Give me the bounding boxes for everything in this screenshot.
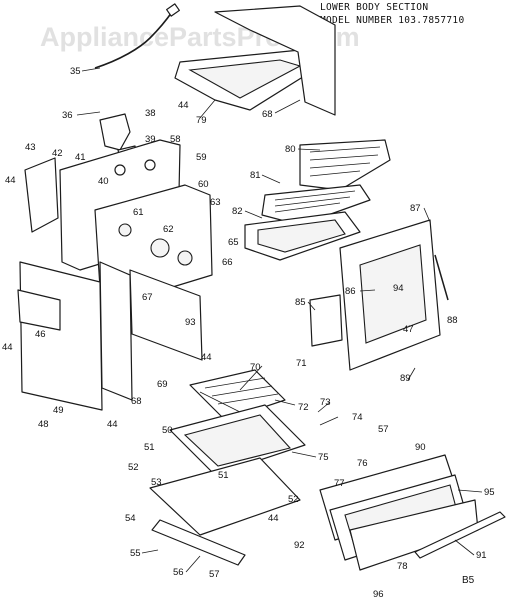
callout-74: 74: [352, 412, 363, 423]
part-oven-rack-upper: [299, 139, 391, 191]
callout-75: 75: [318, 452, 329, 463]
callout-41: 41: [75, 152, 86, 163]
callout-35: 35: [70, 66, 81, 77]
callout-59: 59: [196, 152, 207, 163]
callout-73: 73: [320, 397, 331, 408]
section-title: LOWER BODY SECTION: [320, 2, 428, 13]
callout-49: 49: [53, 405, 64, 416]
callout-labels: 35 44 79 68 36 38 43 42 41 39 58 59 40 4…: [2, 66, 495, 600]
callout-44: 44: [178, 100, 189, 111]
callout-39: 39: [145, 134, 156, 145]
callout-44e: 44: [107, 419, 118, 430]
callout-51b: 51: [218, 470, 229, 481]
part-oven-door: [309, 219, 449, 371]
callout-55: 55: [130, 548, 141, 559]
callout-68: 68: [262, 109, 273, 120]
callout-79: 79: [196, 115, 207, 126]
callout-57: 57: [378, 424, 389, 435]
callout-70: 70: [250, 362, 261, 373]
callout-43: 43: [25, 142, 36, 153]
callout-96: 96: [373, 589, 384, 600]
callout-53: 53: [151, 477, 162, 488]
callout-87: 87: [410, 203, 421, 214]
callout-61: 61: [133, 207, 144, 218]
callout-42: 42: [52, 148, 63, 159]
callout-81: 81: [250, 170, 261, 181]
page-tag: B5: [462, 575, 475, 586]
callout-36: 36: [62, 110, 73, 121]
part-left-side-panel: [17, 261, 103, 411]
callout-44d: 44: [201, 352, 212, 363]
callout-95: 95: [484, 487, 495, 498]
callout-52: 52: [128, 462, 139, 473]
callout-76: 76: [357, 458, 368, 469]
callout-44b: 44: [5, 175, 16, 186]
callout-72: 72: [298, 402, 309, 413]
leader-lines: [76, 67, 483, 573]
callout-65: 65: [228, 237, 239, 248]
callout-68b: 68: [131, 396, 142, 407]
callout-50: 50: [162, 425, 173, 436]
part-power-cord: [94, 3, 180, 69]
part-bottom-pan: [149, 457, 301, 536]
callout-44f: 44: [268, 513, 279, 524]
callout-77: 77: [334, 478, 345, 489]
callout-69: 69: [157, 379, 168, 390]
part-burner-box: [169, 404, 306, 476]
callout-40: 40: [98, 176, 109, 187]
part-drawer-rod: [414, 511, 506, 559]
callout-57b: 57: [209, 569, 220, 580]
part-oven-rack-lower: [261, 184, 371, 226]
part-insulation-panel: [99, 261, 203, 401]
callout-62: 62: [163, 224, 174, 235]
callout-54: 54: [125, 513, 136, 524]
callout-66: 66: [222, 257, 233, 268]
callout-60: 60: [198, 179, 209, 190]
part-broiler-rail: [151, 519, 246, 566]
callout-78: 78: [397, 561, 408, 572]
part-storage-drawer: [319, 454, 479, 571]
callout-58: 58: [170, 134, 181, 145]
callout-56: 56: [173, 567, 184, 578]
part-back-panel-top: [214, 5, 336, 116]
callout-51: 51: [144, 442, 155, 453]
callout-86: 86: [345, 286, 356, 297]
callout-52b: 52: [288, 494, 299, 505]
callout-88: 88: [447, 315, 458, 326]
callout-46: 46: [35, 329, 46, 340]
callout-63: 63: [210, 197, 221, 208]
callout-92: 92: [294, 540, 305, 551]
callout-89: 89: [400, 373, 411, 384]
callout-71: 71: [296, 358, 307, 369]
callout-67: 67: [142, 292, 153, 303]
callout-80: 80: [285, 144, 296, 155]
callout-91: 91: [476, 550, 487, 561]
model-number: MODEL NUMBER 103.7857710: [320, 15, 464, 26]
callout-82: 82: [232, 206, 243, 217]
callout-90: 90: [415, 442, 426, 453]
callout-38: 38: [145, 108, 156, 119]
callout-93: 93: [185, 317, 196, 328]
part-broiler-pan: [244, 211, 361, 261]
callout-85: 85: [295, 297, 306, 308]
callout-47: 47: [403, 324, 414, 335]
callout-94: 94: [393, 283, 404, 294]
callout-48: 48: [38, 419, 49, 430]
part-left-bracket: [24, 157, 59, 233]
callout-44c: 44: [2, 342, 13, 353]
